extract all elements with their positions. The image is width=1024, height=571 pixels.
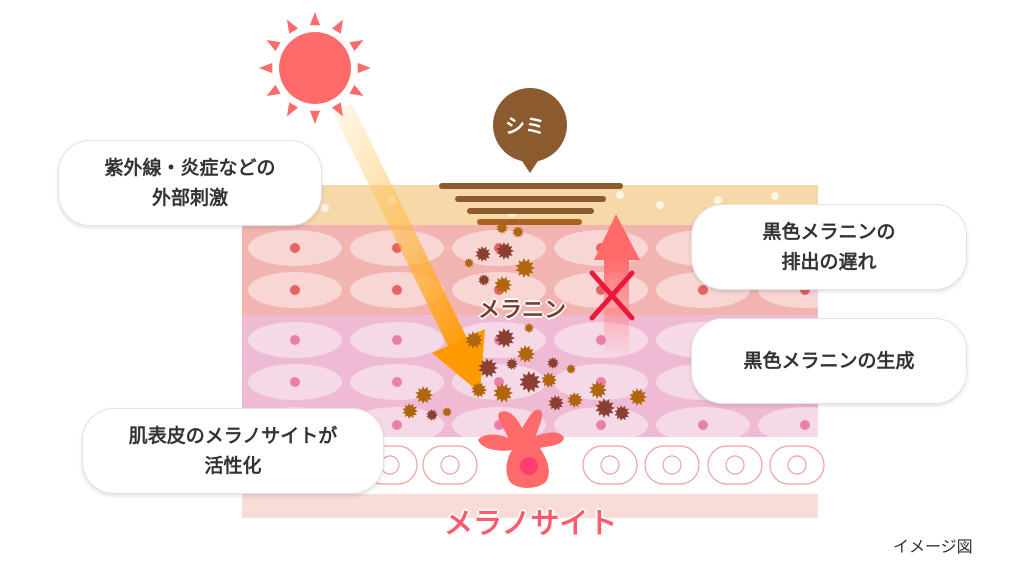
cell-nucleus: [596, 335, 606, 345]
sun-ray: [287, 102, 299, 117]
callout-line: 紫外線・炎症などの: [104, 156, 276, 179]
cell-nucleus: [800, 420, 810, 430]
spot-label: シミ: [505, 114, 545, 138]
corneum-dot: [656, 201, 664, 209]
melanin-particle: [567, 392, 583, 408]
melanin-particle: [519, 371, 541, 393]
melanin-particle: [541, 372, 557, 388]
corneum-dot: [714, 196, 722, 204]
callout-line: 外部刺激: [151, 187, 228, 209]
melanin-particle: [506, 358, 518, 370]
callout-line: 黒色メラニンの生成: [743, 349, 915, 372]
callout-line: 活性化: [204, 455, 262, 477]
sun-ray: [357, 62, 371, 74]
cell-nucleus: [698, 420, 708, 430]
callout-discharge-delay: 黒色メラニンの排出の遅れ: [691, 204, 967, 290]
sun-ray: [349, 40, 364, 52]
melanin-particle: [629, 388, 647, 406]
sun-ray: [309, 110, 321, 124]
sun-ray: [349, 84, 364, 96]
melanin-particle: [566, 364, 576, 374]
cell-nucleus: [290, 285, 300, 295]
callout-external-stimulus: 紫外線・炎症などの外部刺激: [58, 140, 322, 226]
melanin-particle: [478, 358, 498, 378]
callout-melanin-production: 黒色メラニンの生成: [691, 318, 967, 404]
cell-nucleus: [290, 377, 300, 387]
basal-nucleus: [662, 455, 682, 475]
sun-icon: [259, 12, 371, 124]
melanin-particle: [614, 405, 630, 421]
callout-melanocyte-activation: 肌表皮のメラノサイトが活性化: [82, 408, 384, 494]
melanin-particle: [512, 226, 524, 238]
basal-nucleus: [725, 455, 745, 475]
sun-ray: [266, 84, 281, 96]
spot-layers: [439, 183, 623, 225]
melanocyte-cell: [478, 409, 564, 488]
callout-line: 黒色メラニンの: [762, 220, 896, 243]
cell-nucleus: [596, 420, 606, 430]
melanin-particle: [478, 274, 490, 286]
melanin-particle: [465, 331, 483, 349]
sun-ray: [331, 19, 343, 34]
melanin-particle: [475, 246, 491, 262]
sun-ray: [266, 40, 281, 52]
melanin-particle: [595, 398, 615, 418]
sun-ray: [309, 12, 321, 26]
corneum-dot: [321, 204, 329, 212]
sun-ray: [331, 102, 343, 117]
callout-line: 肌表皮のメラノサイトが: [128, 424, 338, 447]
melanin-particle: [426, 409, 438, 421]
cell-nucleus: [698, 285, 708, 295]
sun-ray: [287, 19, 299, 34]
melanin-particle: [515, 258, 535, 278]
melanin-particle: [464, 258, 474, 268]
melanin-particle: [471, 382, 487, 398]
dermis-band: [242, 494, 818, 518]
melanin-particle: [415, 386, 433, 404]
basal-nucleus: [600, 455, 620, 475]
sun-ray: [259, 62, 273, 74]
melanin-particle: [517, 345, 535, 363]
cell-nucleus: [392, 285, 402, 295]
melanocyte-label: メラノサイト: [444, 506, 618, 540]
melanin-particle: [589, 381, 607, 399]
melanin-label: メラニン: [478, 298, 567, 323]
cell-nucleus: [392, 335, 402, 345]
image-note: イメージ図: [893, 537, 973, 556]
melanin-particle: [495, 328, 515, 348]
melanin-particle: [494, 276, 512, 294]
cell-nucleus: [290, 335, 300, 345]
melanin-particle: [493, 383, 513, 403]
melanin-particle: [496, 242, 514, 260]
corneum-dot: [771, 192, 779, 200]
callout-line: 排出の遅れ: [781, 251, 877, 273]
cell-nucleus: [290, 243, 300, 253]
basal-nucleus: [440, 455, 460, 475]
melanin-particle: [402, 403, 418, 419]
cell-nucleus: [392, 377, 402, 387]
basal-nucleus: [787, 455, 807, 475]
corneum-dot: [616, 191, 624, 199]
cross-icon: [589, 270, 635, 321]
melanin-particle: [547, 357, 559, 369]
melanin-particle: [548, 395, 564, 411]
melanin-particles: [402, 222, 647, 421]
melanin-particle: [524, 323, 534, 333]
spot-marker: [493, 88, 567, 173]
melanin-particle: [442, 407, 452, 417]
cell-nucleus: [392, 420, 402, 430]
melanin-particle: [496, 222, 508, 234]
